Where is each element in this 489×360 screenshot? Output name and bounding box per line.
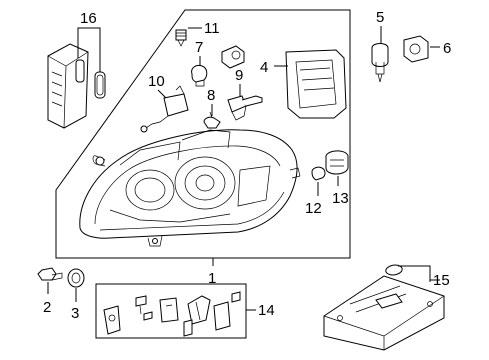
leader-16 xyxy=(77,27,101,72)
headlamp-housing xyxy=(79,129,301,247)
callout-8: 8 xyxy=(207,87,215,104)
leader-10 xyxy=(157,89,167,99)
callout-3: 3 xyxy=(71,305,79,322)
repair-kit-frame xyxy=(95,283,247,339)
callout-13: 13 xyxy=(332,190,349,207)
retainer-part-5 xyxy=(371,43,389,83)
socket-part-13 xyxy=(325,150,349,175)
motor-part-10 xyxy=(140,85,189,133)
hid-bulb-part-9 xyxy=(227,95,263,121)
callout-14: 14 xyxy=(258,302,275,319)
callout-6: 6 xyxy=(443,40,451,57)
callout-10: 10 xyxy=(148,73,165,90)
callout-1: 1 xyxy=(208,270,216,287)
ballast-part-15 xyxy=(323,264,445,351)
bulb-part-8 xyxy=(203,111,221,129)
bulb-part-12 xyxy=(311,166,326,181)
headlamp-assembly-frame xyxy=(55,9,351,259)
callout-5: 5 xyxy=(376,9,384,26)
screw-part-11 xyxy=(175,29,187,47)
bulb-part-7 xyxy=(191,65,208,87)
grommet-part-3 xyxy=(67,268,85,288)
repair-kit-parts xyxy=(103,291,241,337)
lamp-socket xyxy=(221,45,245,69)
cover-part-4 xyxy=(285,49,347,119)
control-module xyxy=(47,43,106,129)
callout-15: 15 xyxy=(433,272,450,289)
leader-15 xyxy=(398,265,440,282)
callout-11: 11 xyxy=(204,20,220,37)
cap-part-6 xyxy=(403,35,429,63)
bolt-part-2 xyxy=(37,267,63,281)
callout-12: 12 xyxy=(305,200,322,217)
callout-2: 2 xyxy=(43,299,51,316)
callout-4: 4 xyxy=(260,59,268,76)
callout-9: 9 xyxy=(235,67,243,84)
callout-7: 7 xyxy=(195,39,203,56)
callout-16: 16 xyxy=(80,10,97,27)
